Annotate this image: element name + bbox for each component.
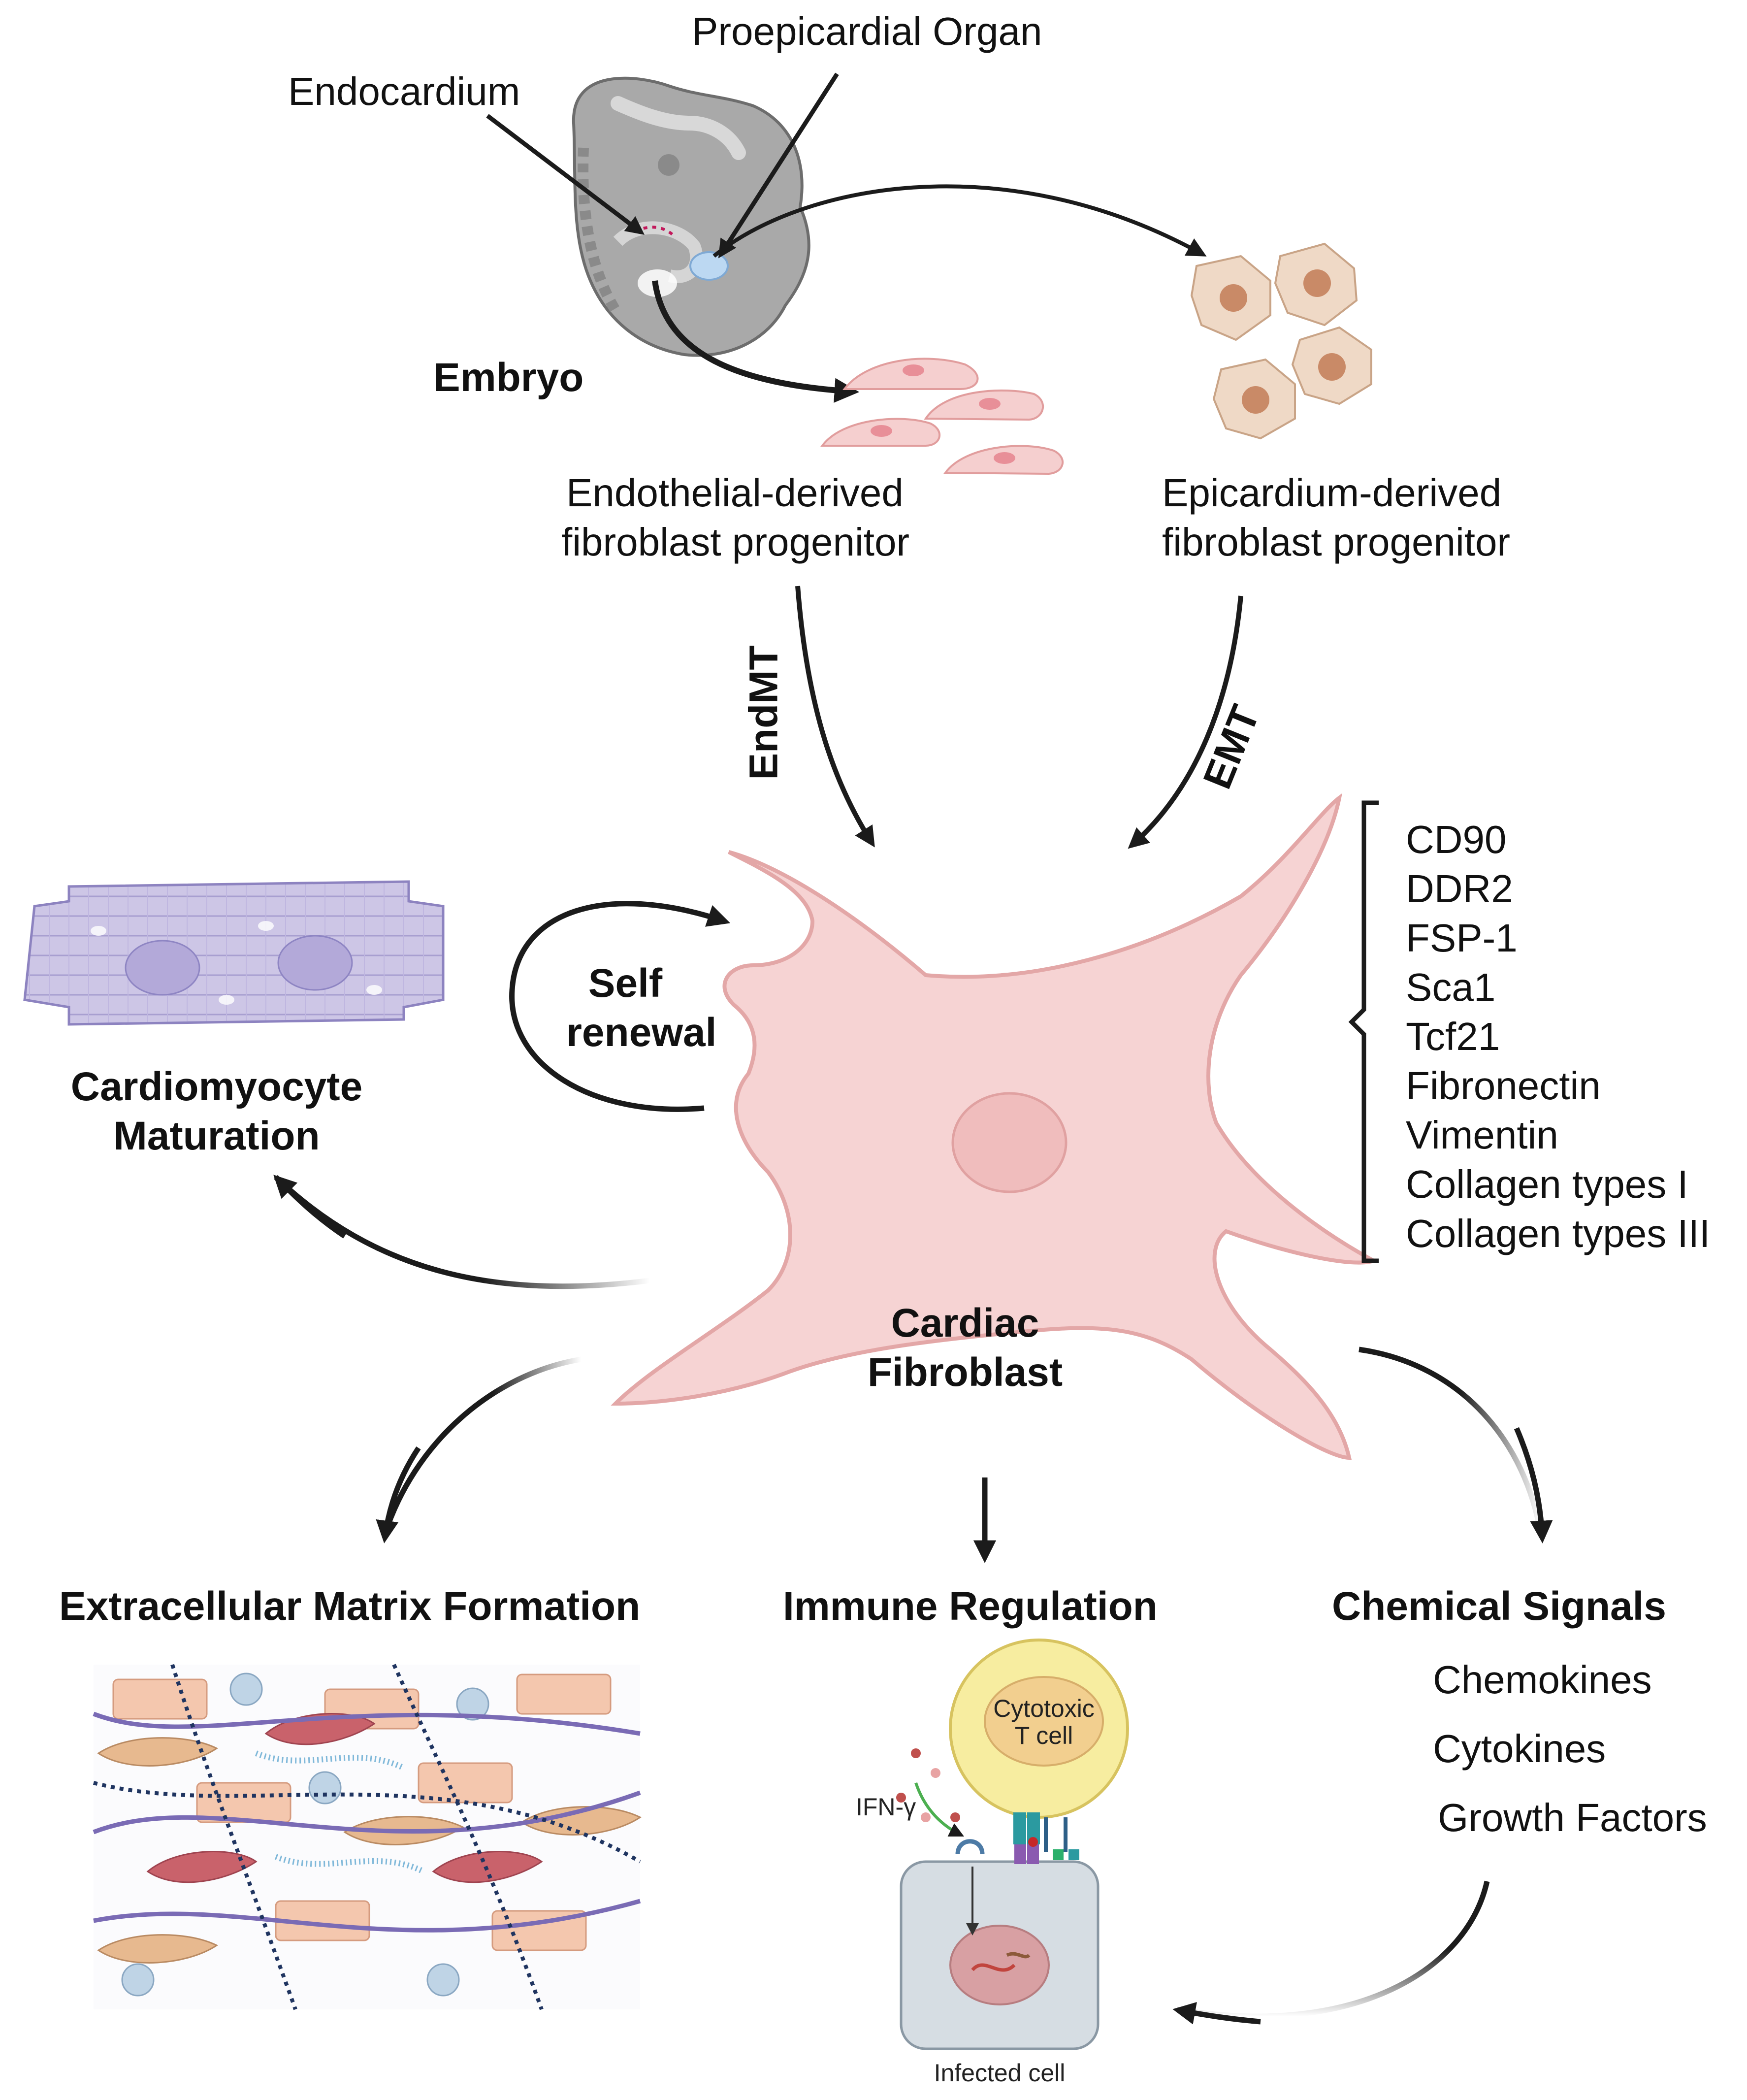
endothelial-cells-illustration [820, 358, 1064, 475]
signal-item: Cytokines [1433, 1727, 1606, 1771]
infected-cell-label: Infected cell [934, 2059, 1066, 2087]
to-cardiomyocyte-arrow [274, 1175, 650, 1289]
proepicardial-organ-label: Proepicardial Organ [692, 9, 1042, 53]
self-renewal-arrow [509, 901, 731, 1112]
signals-to-immune-arrow [1176, 1880, 1490, 2019]
endmt-arrow [795, 586, 875, 848]
endmt-label: EndMT [741, 645, 786, 780]
marker-item: Tcf21 [1406, 1015, 1500, 1058]
endocardium-pointer-arrow [486, 114, 645, 235]
immune-regulation-label: Immune Regulation [783, 1584, 1158, 1629]
to-ecm-arrow [381, 1356, 582, 1538]
endothelial-progenitor-line1: Endothelial-derived [566, 471, 904, 515]
endocardium-label: Endocardium [288, 69, 520, 113]
marker-item: Vimentin [1406, 1113, 1558, 1157]
ecm-illustration [93, 1664, 642, 2010]
marker-item: Collagen types III [1406, 1212, 1711, 1255]
signal-item: Growth Factors [1438, 1796, 1707, 1839]
embryo-label: Embryo [433, 355, 584, 400]
epicardium-progenitor-line1: Epicardium-derived [1162, 471, 1502, 515]
cytotoxic-line1: Cytotoxic [993, 1695, 1095, 1722]
proepicardial-pointer-arrow [718, 72, 839, 259]
cardiomyocyte-line1: Cardiomyocyte [70, 1064, 363, 1109]
epicardial-cells-illustration [1190, 242, 1372, 440]
cardiac-fibroblast-line1: Cardiac [891, 1301, 1039, 1345]
self-renewal-line1: Self [588, 961, 663, 1006]
ecm-formation-label: Extracellular Matrix Formation [59, 1584, 641, 1629]
marker-bracket [1348, 800, 1379, 1263]
immune-illustration [896, 1639, 1129, 2050]
chemical-signals-label: Chemical Signals [1332, 1584, 1667, 1629]
to-chemical-arrow [1359, 1346, 1544, 1537]
self-renewal-line2: renewal [566, 1010, 717, 1055]
endothelial-progenitor-line2: fibroblast progenitor [561, 520, 910, 564]
fibroblast-nucleus [951, 1092, 1068, 1193]
marker-item: Sca1 [1406, 965, 1496, 1009]
to-endothelial-arrow [652, 280, 860, 403]
marker-item: Collagen types I [1406, 1162, 1688, 1206]
marker-item: CD90 [1406, 818, 1507, 861]
cytotoxic-line2: T cell [1014, 1722, 1073, 1749]
embryo-illustration [572, 76, 810, 357]
cardiomyocyte-illustration [23, 880, 445, 1026]
marker-item: Fibronectin [1406, 1064, 1601, 1108]
marker-item: DDR2 [1406, 867, 1513, 911]
cardiac-fibroblast-line2: Fibroblast [867, 1350, 1063, 1395]
emt-arrow [1128, 595, 1243, 849]
signal-item: Chemokines [1433, 1658, 1652, 1702]
cardiomyocyte-line2: Maturation [113, 1114, 320, 1158]
ifn-gamma-label: IFN-γ [856, 1793, 916, 1821]
marker-item: FSP-1 [1406, 916, 1518, 960]
epicardium-progenitor-line2: fibroblast progenitor [1162, 520, 1511, 564]
to-epicardium-arrow [712, 184, 1207, 258]
